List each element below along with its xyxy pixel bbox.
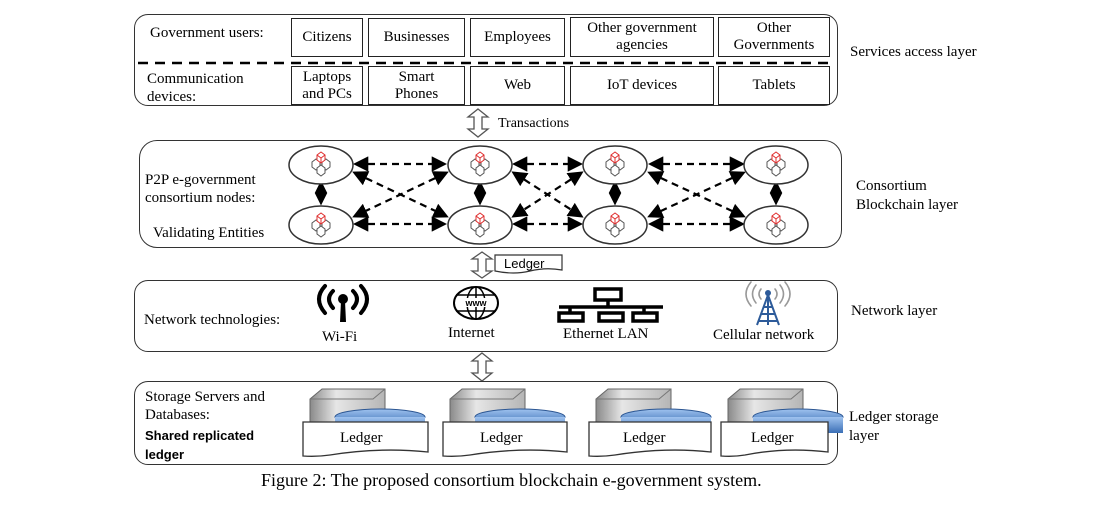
node-top-4 xyxy=(743,145,809,185)
globe-www-icon: www xyxy=(453,286,499,320)
ledger-arrow-icon xyxy=(469,251,495,279)
node-top-2 xyxy=(447,145,513,185)
device-web: Web xyxy=(470,66,565,105)
node-bottom-2 xyxy=(447,205,513,245)
internet-label: Internet xyxy=(448,325,495,341)
cell-tower-icon xyxy=(745,281,791,326)
user-businesses: Businesses xyxy=(368,18,465,57)
wifi-label: Wi-Fi xyxy=(322,329,358,345)
node-bottom-1 xyxy=(288,205,354,245)
consortium-layer-label: Consortium Blockchain layer xyxy=(856,178,959,213)
p2p-nodes-label: P2P e-government consortium nodes: xyxy=(145,172,256,206)
ledger-2: Ledger xyxy=(480,430,523,446)
device-laptops: Laptops and PCs xyxy=(291,66,363,105)
ledger-document-shape xyxy=(494,254,563,274)
transactions-label: Transactions xyxy=(498,116,570,131)
network-layer-label: Network layer xyxy=(851,303,938,319)
ledger-arrow-label: Ledger xyxy=(504,256,545,271)
ethernet-lan-icon xyxy=(557,287,663,323)
user-employees: Employees xyxy=(470,18,565,57)
network-technologies-label: Network technologies: xyxy=(144,312,281,328)
device-smartphones: Smart Phones xyxy=(368,66,465,105)
cellular-network-label: Cellular network xyxy=(713,327,815,343)
node-bottom-4 xyxy=(743,205,809,245)
node-bottom-3 xyxy=(582,205,648,245)
dashed-divider xyxy=(138,61,834,65)
user-other-governments: Other Governments xyxy=(718,17,830,57)
services-access-layer-label: Services access layer xyxy=(850,44,977,60)
node-top-1 xyxy=(288,145,354,185)
shared-replicated-ledger-label: Shared replicated ledger xyxy=(145,428,255,462)
user-other-agencies: Other government agencies xyxy=(570,17,714,57)
node-top-3 xyxy=(582,145,648,185)
communication-devices-label: Communication devices: xyxy=(147,71,244,105)
figure-caption: Figure 2: The proposed consortium blockc… xyxy=(261,470,762,490)
device-iot: IoT devices xyxy=(570,66,714,105)
device-tablets: Tablets xyxy=(718,66,830,105)
ledger-3: Ledger xyxy=(623,430,666,446)
ledger-1: Ledger xyxy=(340,430,383,446)
storage-servers-label: Storage Servers and Databases: xyxy=(145,389,265,423)
transactions-arrow-icon xyxy=(466,108,490,138)
ledger-4: Ledger xyxy=(751,430,794,446)
government-users-label: Government users: xyxy=(150,25,264,41)
svg-text:www: www xyxy=(464,298,487,308)
user-citizens: Citizens xyxy=(291,18,363,57)
validating-entities-label: Validating Entities xyxy=(153,225,265,241)
ledger-storage-layer-label: Ledger storage layer xyxy=(849,409,939,444)
ethernet-lan-label: Ethernet LAN xyxy=(563,326,649,342)
wifi-icon xyxy=(317,284,369,322)
